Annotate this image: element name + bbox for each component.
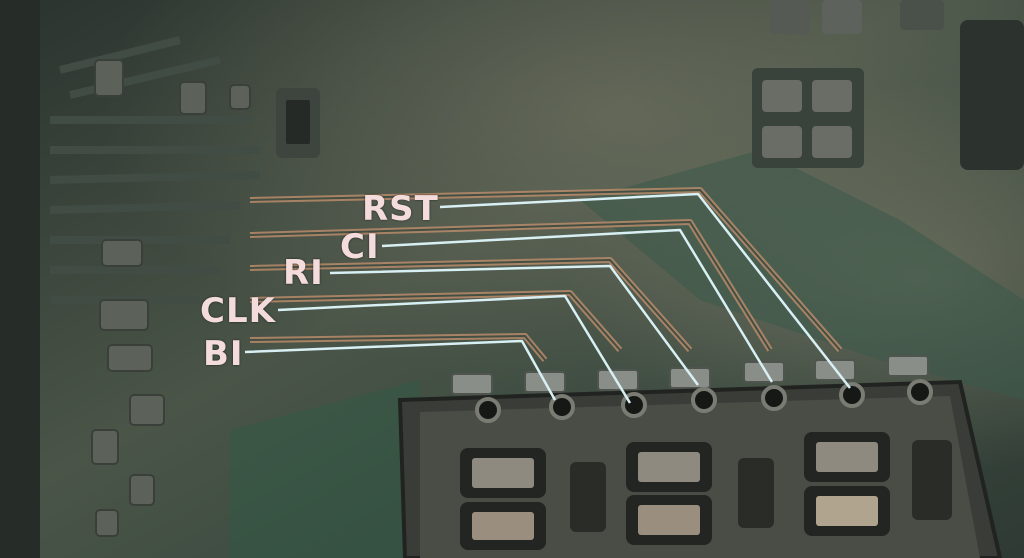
label-ri: RI (283, 253, 324, 293)
callout-line-clk (277, 294, 632, 404)
pad-row (451, 355, 929, 395)
callout-line-ci (381, 228, 774, 383)
label-ci: CI (340, 227, 380, 267)
component-stack (276, 88, 320, 158)
callout-lines (244, 192, 851, 404)
small-components (91, 59, 251, 537)
callout-line-rst (439, 192, 851, 389)
top-right-components (752, 0, 1024, 170)
callout-line-bi (244, 339, 557, 401)
module-capacitors (460, 432, 952, 550)
label-bi: BI (203, 334, 244, 374)
green-mask-area (580, 150, 1024, 400)
board-edge (0, 0, 40, 558)
label-clk: CLK (200, 291, 276, 331)
callout-line-ri (329, 264, 700, 386)
label-rst: RST (362, 189, 439, 229)
